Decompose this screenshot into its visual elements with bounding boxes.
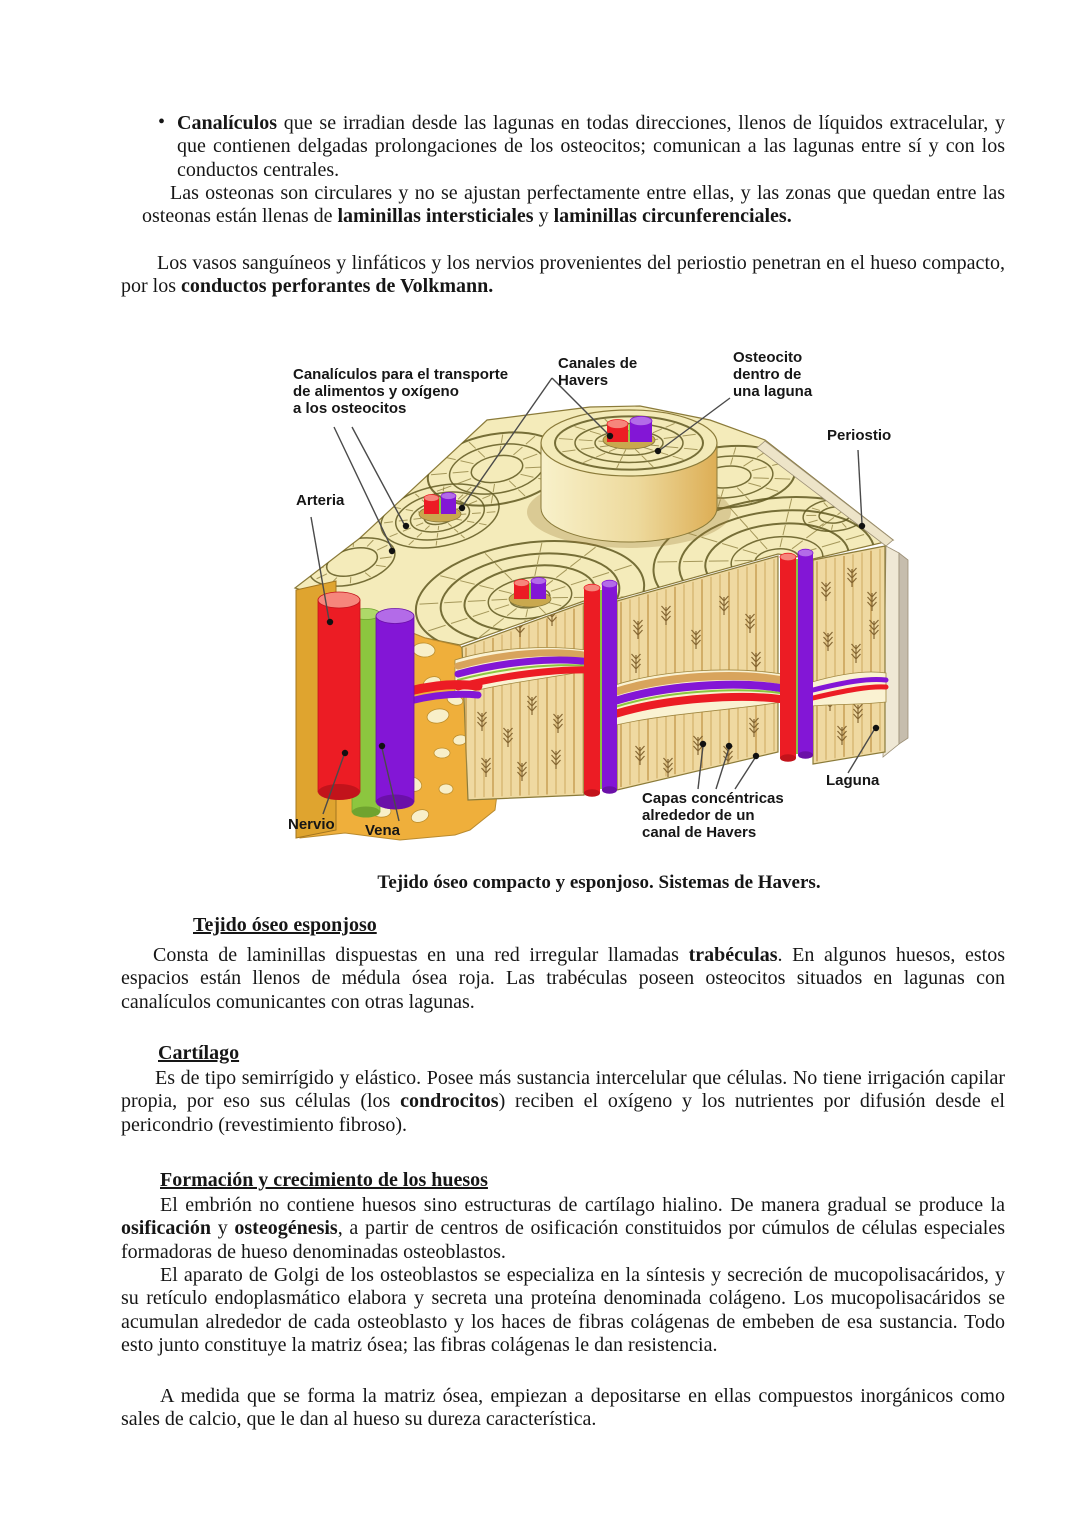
figure-label-canaliculos: Canalículos para el transporte de alimen… bbox=[293, 366, 509, 417]
figure-label-arteria: Arteria bbox=[296, 492, 345, 509]
bone-diagram-illustration bbox=[293, 377, 909, 841]
figure-label-nervio: Nervio bbox=[288, 816, 335, 833]
figure-label-capas-concentricas: Capas concéntricas alrededor de un canal… bbox=[642, 790, 784, 841]
figure-label-canales-havers: Canales de Havers bbox=[558, 355, 638, 389]
paragraph-golgi: El aparato de Golgi de los osteoblastos … bbox=[121, 1264, 1005, 1357]
paragraph-trabeculas: Consta de laminillas dispuestas en una r… bbox=[121, 944, 1005, 1013]
paragraph-osificacion: El embrión no contiene huesos sino estru… bbox=[121, 1194, 1006, 1263]
paragraph-cartilago: Es de tipo semirrígido y elástico. Posee… bbox=[121, 1067, 1005, 1136]
list-bullet: • bbox=[158, 111, 166, 133]
figure-label-periostio: Periostio bbox=[827, 427, 892, 444]
heading-cartilago: Cartílago bbox=[158, 1042, 240, 1064]
paragraph-vasos-volkmann: Los vasos sanguíneos y linfáticos y los … bbox=[121, 252, 1005, 298]
paragraph-sales-calcio: A medida que se forma la matriz ósea, em… bbox=[121, 1385, 1005, 1431]
heading-formacion-huesos: Formación y crecimiento de los huesos bbox=[160, 1169, 488, 1191]
figure-label-osteocito: Osteocito dentro de una laguna bbox=[733, 349, 813, 400]
bullet-paragraph-text: Canalículos que se irradian desde las la… bbox=[177, 112, 1005, 181]
figure-label-laguna: Laguna bbox=[826, 772, 880, 789]
paragraph-osteonas: Las osteonas son circulares y no se ajus… bbox=[142, 182, 1005, 228]
figure-caption: Tejido óseo compacto y esponjoso. Sistem… bbox=[377, 872, 821, 893]
figure-label-vena: Vena bbox=[365, 822, 401, 839]
heading-tejido-oseo-esponjoso: Tejido óseo esponjoso bbox=[193, 914, 377, 936]
bullet-paragraph-canaliculos: • Canalículos que se irradian desde las … bbox=[158, 111, 1005, 182]
